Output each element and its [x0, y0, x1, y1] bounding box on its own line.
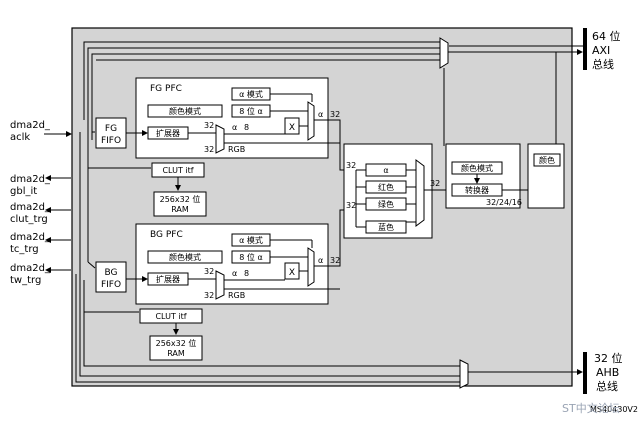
svg-text:AHB: AHB	[596, 366, 619, 379]
svg-text:32: 32	[330, 256, 340, 265]
svg-text:X: X	[289, 268, 295, 278]
fg-clut-ram	[153, 191, 207, 217]
svg-text:α: α	[383, 166, 388, 175]
svg-text:64 位: 64 位	[592, 29, 621, 43]
svg-text:扩展器: 扩展器	[156, 274, 180, 284]
bg-alpha-mux	[307, 247, 315, 287]
figure-code: MS40430V2	[590, 405, 638, 414]
svg-text:8 位 α: 8 位 α	[239, 106, 262, 116]
svg-text:颜色模式: 颜色模式	[461, 163, 493, 173]
svg-text:clut_trg: clut_trg	[10, 214, 48, 225]
svg-text:dma2d_: dma2d_	[10, 232, 51, 243]
svg-text:tw_trg: tw_trg	[10, 275, 41, 286]
svg-text:dma2d_: dma2d_	[10, 120, 51, 131]
axi-bus-bar	[583, 28, 587, 70]
signal-clut-trg: dma2d_ clut_trg	[10, 202, 71, 225]
svg-text:32: 32	[346, 201, 356, 210]
svg-text:RAM: RAM	[171, 205, 189, 214]
ahb-mux	[459, 359, 469, 389]
svg-text:CLUT itf: CLUT itf	[155, 312, 186, 321]
svg-text:FIFO: FIFO	[101, 136, 121, 146]
svg-text:32: 32	[430, 179, 440, 188]
svg-text:α: α	[318, 256, 323, 265]
svg-text:X: X	[289, 123, 295, 133]
ahb-bus-bar	[583, 352, 587, 394]
svg-text:转换器: 转换器	[465, 185, 489, 195]
ahb-bus-label: 32 位 AHB 总线	[594, 351, 623, 393]
svg-text:gbl_it: gbl_it	[10, 186, 37, 197]
svg-text:总线: 总线	[596, 379, 618, 393]
svg-text:dma2d_: dma2d_	[10, 202, 51, 213]
svg-text:红色: 红色	[378, 182, 394, 192]
svg-text:AXI: AXI	[592, 44, 610, 57]
svg-text:32/24/16: 32/24/16	[486, 198, 522, 207]
svg-text:32: 32	[346, 161, 356, 170]
svg-text:256x32 位: 256x32 位	[156, 338, 197, 348]
svg-text:绿色: 绿色	[378, 199, 394, 209]
svg-text:32: 32	[204, 267, 214, 276]
svg-text:8: 8	[244, 123, 249, 132]
svg-text:蓝色: 蓝色	[378, 222, 394, 232]
svg-text:α: α	[232, 123, 237, 132]
svg-text:32: 32	[204, 121, 214, 130]
svg-text:32: 32	[330, 110, 340, 119]
svg-text:α 模式: α 模式	[239, 235, 263, 245]
bg-color-mode	[147, 250, 223, 264]
svg-text:aclk: aclk	[10, 132, 30, 143]
svg-text:dma2d_: dma2d_	[10, 174, 51, 185]
svg-text:总线: 总线	[592, 57, 614, 71]
bg-input-mux	[215, 270, 225, 300]
svg-text:32: 32	[204, 145, 214, 154]
fg-pfc-title: FG PFC	[150, 84, 182, 94]
fg-input-mux	[215, 124, 225, 154]
blender-out-mux	[415, 159, 425, 227]
svg-text:BG: BG	[105, 268, 118, 278]
output-pfc	[445, 143, 521, 209]
svg-text:dma2d_: dma2d_	[10, 263, 51, 274]
svg-text:8 位 α: 8 位 α	[239, 252, 262, 262]
svg-text:α: α	[318, 110, 323, 119]
svg-text:RGB: RGB	[228, 291, 245, 300]
bg-clut-itf	[139, 308, 203, 324]
svg-text:RAM: RAM	[167, 349, 185, 358]
svg-text:颜色模式: 颜色模式	[169, 252, 201, 262]
signal-aclk: dma2d_ aclk	[10, 120, 72, 143]
axi-mux	[439, 37, 449, 69]
svg-text:RGB: RGB	[228, 145, 245, 154]
svg-text:α: α	[232, 269, 237, 278]
svg-text:颜色: 颜色	[539, 155, 555, 165]
axi-bus-label: 64 位 AXI 总线	[592, 29, 621, 71]
bg-clut-ram	[149, 335, 203, 361]
svg-text:扩展器: 扩展器	[156, 128, 180, 138]
fg-alpha-mux	[307, 101, 315, 141]
svg-text:32: 32	[204, 291, 214, 300]
svg-text:FIFO: FIFO	[101, 280, 121, 290]
fg-color-mode	[147, 104, 223, 118]
svg-text:tc_trg: tc_trg	[10, 244, 39, 255]
svg-text:256x32 位: 256x32 位	[160, 194, 201, 204]
fg-fifo	[95, 117, 127, 149]
watermark: ST中文论坛	[562, 401, 620, 415]
bg-fifo	[95, 261, 127, 293]
signal-gbl-it: dma2d_ gbl_it	[10, 174, 71, 197]
svg-text:α 模式: α 模式	[239, 89, 263, 99]
svg-text:FG: FG	[105, 124, 117, 134]
svg-text:8: 8	[244, 269, 249, 278]
svg-text:颜色模式: 颜色模式	[169, 106, 201, 116]
svg-text:32 位: 32 位	[594, 351, 623, 365]
signal-tc-trg: dma2d_ tc_trg	[10, 232, 71, 255]
svg-text:CLUT itf: CLUT itf	[162, 166, 193, 175]
bg-pfc-title: BG PFC	[150, 230, 183, 240]
signal-tw-trg: dma2d_ tw_trg	[10, 263, 71, 286]
